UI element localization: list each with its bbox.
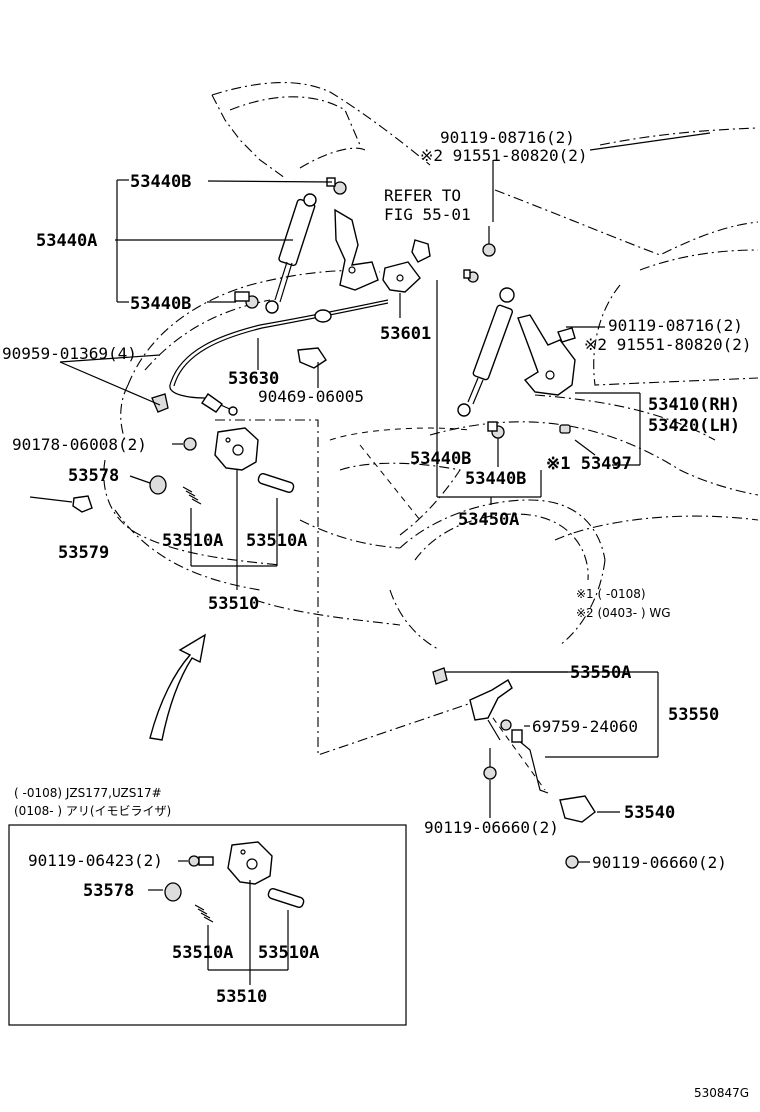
- label-53601: 53601: [380, 324, 431, 344]
- label-90469-06005: 90469-06005: [258, 387, 364, 406]
- label-53578: 53578: [68, 466, 119, 486]
- spring-left: [194, 904, 214, 923]
- bumper-cushion-icon: [164, 882, 182, 902]
- hood-stay-right: [457, 287, 515, 417]
- figure-code: 530847G: [694, 1086, 749, 1100]
- label-53510A-left: 53510A: [162, 531, 223, 551]
- label-53450A: 53450A: [458, 510, 519, 530]
- support-rod-clip: [559, 795, 596, 823]
- hood-stay-left: [265, 193, 317, 314]
- leader-lines: [29, 132, 711, 863]
- label-90959-01369: 90959-01369(4): [2, 344, 137, 363]
- bolt-icon: [482, 226, 496, 257]
- bolt-icon: [326, 177, 347, 195]
- hood-hinge-left: [334, 208, 379, 291]
- spring-right: [267, 888, 305, 908]
- label-90119-08716-right: 90119-08716(2): [608, 316, 743, 335]
- bolt-icon: [487, 421, 505, 439]
- label-90119-08716-top: 90119-08716(2): [440, 128, 575, 147]
- clip-icon: [411, 239, 431, 263]
- label-53510A-inset-right: 53510A: [258, 943, 319, 963]
- label-53440B-right-1: 53440B: [410, 449, 471, 469]
- hood-outline: [211, 82, 431, 179]
- bolt-icon: [483, 748, 497, 780]
- label-53578-inset: 53578: [83, 881, 134, 901]
- direction-arrow-icon: [149, 633, 206, 741]
- label-53440B-mid: 53440B: [130, 294, 191, 314]
- label-53579: 53579: [58, 543, 109, 563]
- hood-hinge-right: [517, 314, 576, 396]
- bolt-icon: [565, 855, 579, 869]
- label-90119-06660-right: 90119-06660(2): [592, 853, 727, 872]
- label-91551-80820-right: ※2 91551-80820(2): [584, 335, 752, 354]
- label-53440B-right-2: 53440B: [465, 469, 526, 489]
- label-69759-24060: 69759-24060: [532, 717, 638, 736]
- inner-fender-lines: [329, 427, 471, 521]
- bolt-icon: [234, 291, 259, 309]
- spring-right: [257, 473, 295, 493]
- bolt-icon: [183, 437, 197, 451]
- label-53440B-top: 53440B: [130, 172, 191, 192]
- label-90178-06008: 90178-06008(2): [12, 435, 147, 454]
- label-91551-80820-top: ※2 91551-80820(2): [420, 146, 588, 165]
- release-cable: [169, 299, 389, 416]
- release-handle-bracket: [382, 261, 421, 293]
- label-53550: 53550: [668, 705, 719, 725]
- lock-area-dashed-outline: [215, 419, 546, 791]
- bumper-cushion-icon: [149, 475, 167, 495]
- label-53510A-right: 53510A: [246, 531, 307, 551]
- bolt-icon: [463, 269, 479, 283]
- label-53510-inset: 53510: [216, 987, 267, 1007]
- label-refer-to: REFER TO: [384, 186, 461, 205]
- hood-lock: [214, 427, 259, 471]
- footnote-1: ※1 ( -0108): [576, 587, 646, 601]
- label-53497: ※1 53497: [546, 454, 632, 474]
- plug-icon: [72, 495, 93, 513]
- support-rod-holder: [432, 667, 549, 794]
- inset-hood-lock: [227, 841, 273, 885]
- label-53420-lh: 53420(LH): [648, 416, 740, 436]
- label-53630: 53630: [228, 369, 279, 389]
- bolt-icon: [188, 855, 214, 867]
- cable-clip-icon: [297, 347, 327, 369]
- label-refer-fig: FIG 55-01: [384, 205, 471, 224]
- cable-clamp-icon: [151, 393, 169, 413]
- footnote-2: ※2 (0403- ) WG: [576, 606, 671, 620]
- label-53510: 53510: [208, 594, 259, 614]
- spring-left: [182, 486, 202, 505]
- inset-condition-2: (0108- ) アリ(イモビライザ): [14, 804, 171, 818]
- label-90119-06423: 90119-06423(2): [28, 851, 163, 870]
- inset-leader-lines: [148, 860, 289, 985]
- inset-condition-1: ( -0108) JZS177,UZS17#: [14, 786, 162, 800]
- variant-inset-box: [8, 824, 407, 1026]
- label-53550A: 53550A: [570, 663, 631, 683]
- label-53510A-inset-left: 53510A: [172, 943, 233, 963]
- cushion-icon: [559, 424, 571, 434]
- label-90119-06660-left: 90119-06660(2): [424, 818, 559, 837]
- label-53540: 53540: [624, 803, 675, 823]
- label-53440A: 53440A: [36, 231, 97, 251]
- label-53410-rh: 53410(RH): [648, 395, 740, 415]
